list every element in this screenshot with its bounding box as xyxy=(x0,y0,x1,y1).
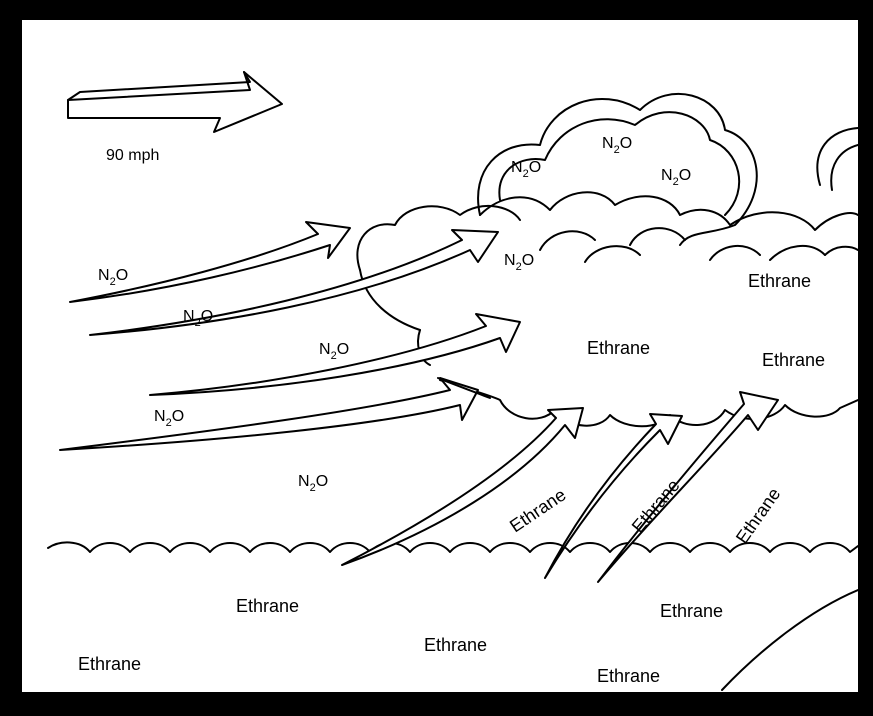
speed-label: 90 mph xyxy=(106,147,159,164)
ethrane-labels: Ethrane Ethrane Ethrane Ethrane Ethrane … xyxy=(78,271,825,686)
wavy-surface xyxy=(48,542,858,552)
ethrane-label: Ethrane xyxy=(587,338,650,358)
ethrane-arrow-3 xyxy=(598,392,778,582)
ethrane-label: Ethrane xyxy=(424,635,487,655)
ethrane-arrow-1 xyxy=(342,408,583,565)
ethrane-label: Ethrane xyxy=(236,596,299,616)
n2o-label: N2O xyxy=(183,308,213,329)
ground-curve xyxy=(722,590,858,690)
n2o-arrow-4 xyxy=(60,378,478,450)
n2o-label: N2O xyxy=(602,135,632,156)
n2o-label: N2O xyxy=(98,267,128,288)
n2o-label: N2O xyxy=(511,159,541,180)
ethrane-label-rotated: Ethrane xyxy=(732,484,785,547)
n2o-label: N2O xyxy=(154,408,184,429)
gas-flow-diagram: 90 mph xyxy=(22,20,858,692)
ethrane-label: Ethrane xyxy=(597,666,660,686)
n2o-arrow-1 xyxy=(70,222,350,302)
n2o-label: N2O xyxy=(298,473,328,494)
ethrane-label: Ethrane xyxy=(78,654,141,674)
speed-arrow-icon xyxy=(68,72,282,132)
ethrane-label-rotated: Ethrane xyxy=(628,475,684,536)
main-cloud xyxy=(357,192,858,426)
n2o-label: N2O xyxy=(504,252,534,273)
ethrane-label: Ethrane xyxy=(660,601,723,621)
right-cloud xyxy=(817,128,858,190)
n2o-label: N2O xyxy=(661,167,691,188)
diagram-panel: 90 mph xyxy=(22,20,858,692)
ethrane-label-rotated: Ethrane xyxy=(506,484,569,536)
ethrane-label: Ethrane xyxy=(748,271,811,291)
ethrane-label: Ethrane xyxy=(762,350,825,370)
n2o-flow-arrows xyxy=(60,222,520,450)
n2o-label: N2O xyxy=(319,341,349,362)
